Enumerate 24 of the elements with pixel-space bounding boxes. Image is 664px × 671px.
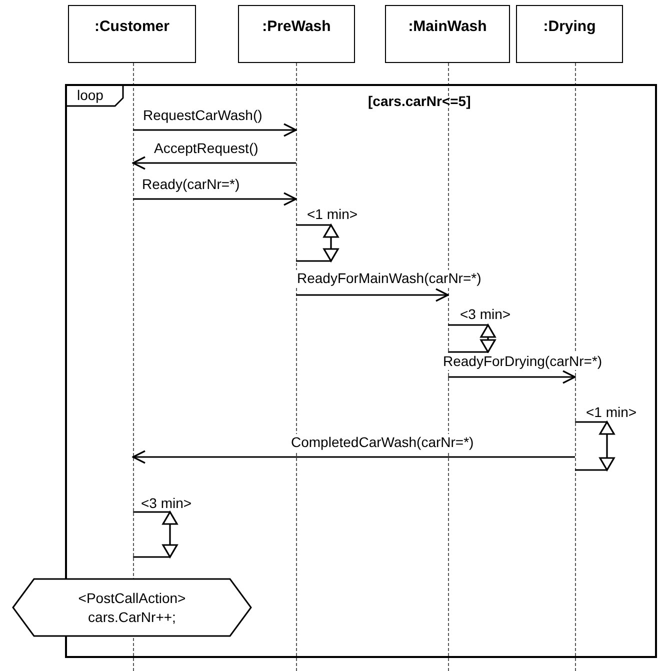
message-arrow (296, 288, 449, 302)
lifeline-head: :Customer (68, 5, 196, 63)
duration-label: <3 min> (460, 305, 511, 323)
duration-label: <3 min> (141, 494, 192, 512)
message-label: AcceptRequest() (153, 140, 260, 157)
action-hexagon (12, 578, 252, 637)
message-arrow (132, 450, 575, 464)
message-arrow (133, 123, 297, 137)
duration-label: <1 min> (307, 205, 358, 223)
lifeline-head: :Drying (516, 5, 623, 63)
guard-condition: [cars.carNr<=5] (368, 92, 471, 110)
frame-operator: loop (67, 86, 124, 107)
duration-label: <1 min> (586, 403, 637, 421)
lifeline-head: :PreWash (238, 5, 355, 63)
lifeline-head: :MainWash (385, 5, 510, 63)
message-arrow (132, 156, 296, 170)
message-label: CompletedCarWash(carNr=*) (290, 434, 475, 451)
action-text: <PostCallAction> (78, 588, 186, 608)
message-label: RequestCarWash() (142, 107, 264, 124)
message-arrow (133, 192, 297, 206)
action-text: cars.CarNr++; (88, 608, 176, 626)
message-arrow (448, 370, 576, 384)
message-label: Ready(carNr=*) (141, 176, 241, 193)
message-label: ReadyForMainWash(carNr=*) (296, 270, 482, 287)
